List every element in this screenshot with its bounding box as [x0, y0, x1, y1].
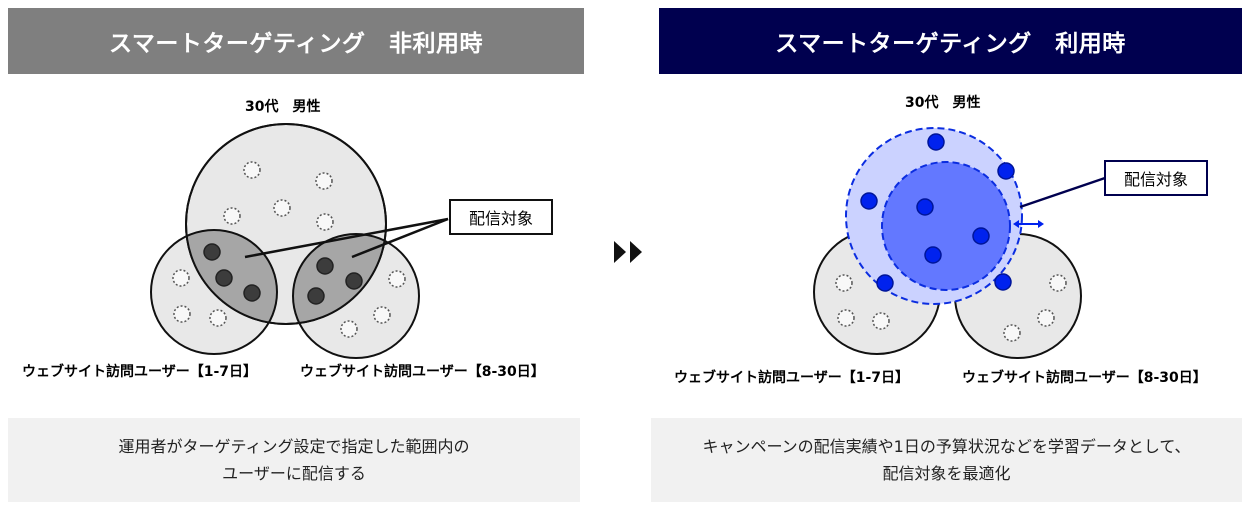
right-panel-header: スマートターゲティング 利用時: [659, 8, 1242, 74]
left-demographic-label: 30代 男性: [245, 99, 321, 115]
left-caption: 運用者がターゲティング設定で指定した範囲内の ユーザーに配信する: [8, 418, 580, 502]
left-venn: [150, 123, 449, 359]
right-demographic-label: 30代 男性: [905, 95, 981, 111]
right-label-8-30-days: ウェブサイト訪問ユーザー【8-30日】: [962, 370, 1207, 386]
target-user-icons: [203, 243, 363, 305]
right-caption-line1: キャンペーンの配信実績や1日の予算状況などを学習データとして、: [702, 437, 1191, 456]
left-label-8-30-days: ウェブサイト訪問ユーザー【8-30日】: [300, 364, 545, 380]
right-panel-title: スマートターゲティング 利用時: [775, 31, 1126, 57]
left-label-1-7-days: ウェブサイト訪問ユーザー【1-7日】: [22, 364, 258, 380]
left-caption-line1: 運用者がターゲティング設定で指定した範囲内の: [118, 437, 470, 456]
left-callout-text: 配信対象: [468, 209, 533, 228]
left-callout-target: 配信対象: [449, 199, 553, 235]
non-target-user-icons: [172, 161, 406, 338]
right-callout-target: 配信対象: [1104, 160, 1208, 196]
optimized-target-user-icons: [860, 133, 1015, 292]
right-label-1-7-days: ウェブサイト訪問ユーザー【1-7日】: [674, 370, 910, 386]
left-caption-line2: ユーザーに配信する: [222, 464, 366, 483]
left-panel-title: スマートターゲティング 非利用時: [109, 31, 483, 57]
right-caption-line2: 配信対象を最適化: [882, 464, 1011, 483]
expand-range-arrow-icon: [1013, 220, 1044, 228]
right-caption: キャンペーンの配信実績や1日の予算状況などを学習データとして、 配信対象を最適化: [651, 418, 1242, 502]
double-play-arrow-icon: [614, 241, 642, 263]
right-callout-text: 配信対象: [1123, 170, 1188, 189]
right-venn: [813, 127, 1106, 359]
left-panel-header: スマートターゲティング 非利用時: [8, 8, 584, 74]
